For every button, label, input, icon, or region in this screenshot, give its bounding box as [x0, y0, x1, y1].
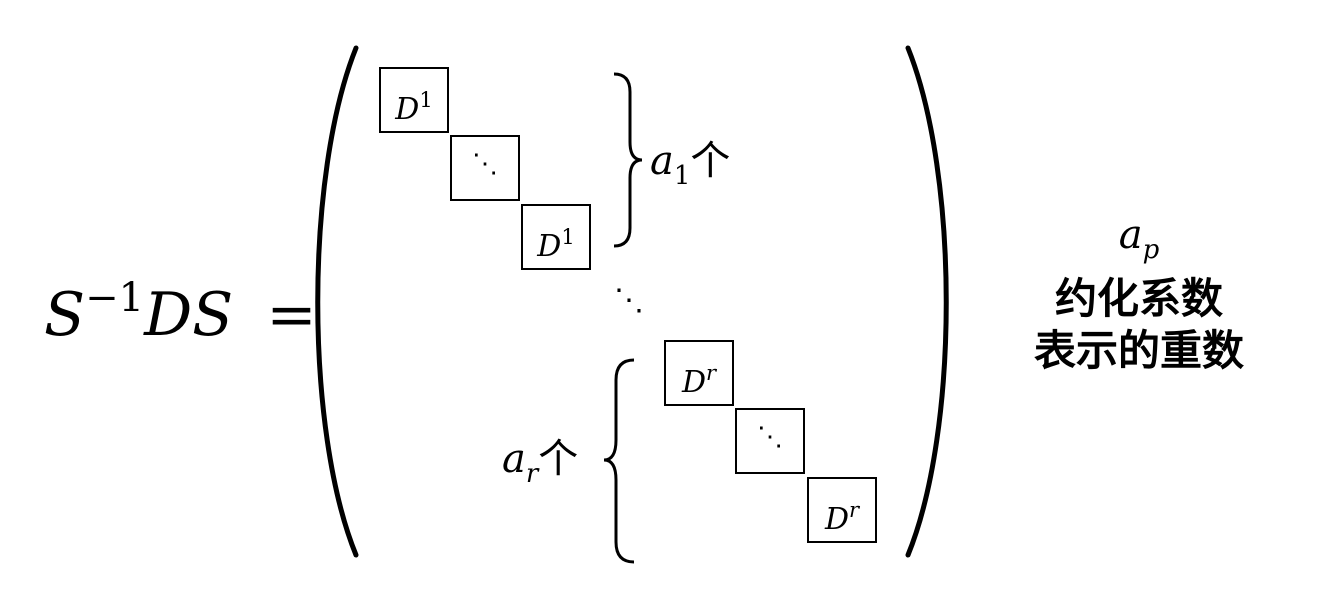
group-1-count-label: a1个 — [650, 138, 730, 199]
block-d1-first: D1 — [379, 67, 449, 133]
brace-group-1 — [613, 72, 643, 248]
middle-diagonal-dots: ⋱ — [614, 283, 644, 318]
block-ellipsis: ⋱ — [472, 149, 498, 179]
group-r-sub: r — [525, 459, 539, 489]
block-sup: 1 — [561, 225, 575, 249]
right-parenthesis — [905, 45, 949, 558]
lhs-exponent: −1 — [85, 275, 145, 321]
block-dr-last: Dr — [807, 477, 877, 543]
left-parenthesis — [315, 45, 359, 558]
note-line-2: 表示的重数 — [1033, 326, 1244, 375]
equals-sign: = — [266, 280, 317, 350]
block-base: D — [824, 502, 849, 537]
note-var: a — [1118, 212, 1143, 258]
block-base: D — [395, 92, 420, 127]
group-1-var: a — [650, 138, 674, 184]
block-ellipsis: ⋱ — [757, 422, 783, 452]
note-line-1: 约化系数 — [1054, 274, 1223, 323]
lhs-s: S — [44, 280, 86, 350]
lhs-ds: DS — [144, 280, 234, 350]
group-r-var: a — [502, 436, 526, 482]
block-sup: r — [849, 498, 860, 522]
block-base: D — [681, 365, 706, 400]
block-dr-dots: ⋱ — [735, 408, 805, 474]
group-1-sub: 1 — [673, 161, 691, 191]
block-d1-last: D1 — [521, 204, 591, 270]
block-base: D — [537, 229, 562, 264]
block-sup: 1 — [419, 88, 433, 112]
block-dr-first: Dr — [664, 340, 734, 406]
block-sup: r — [706, 361, 717, 385]
note-variable: ap — [1015, 212, 1263, 273]
brace-group-r — [603, 358, 635, 564]
block-d1-dots: ⋱ — [450, 135, 520, 201]
side-note: ap 约化系数 表示的重数 — [1015, 212, 1263, 377]
note-sub: p — [1142, 235, 1160, 265]
group-r-suffix: 个 — [538, 436, 579, 482]
equation-lhs: S−1DS = — [44, 265, 317, 348]
group-1-suffix: 个 — [690, 138, 731, 184]
group-r-count-label: ar个 — [502, 436, 578, 497]
